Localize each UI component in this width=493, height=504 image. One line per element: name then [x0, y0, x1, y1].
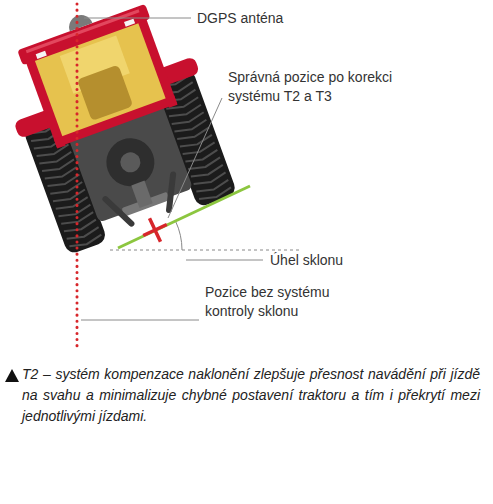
tread-mark: [174, 120, 207, 135]
seat: [77, 65, 133, 121]
cab-frame: [54, 95, 177, 147]
tread-mark: [172, 112, 205, 127]
leader-line: [84, 18, 191, 19]
tread-mark: [58, 205, 91, 220]
leader-line: [81, 320, 199, 321]
pto: [131, 181, 152, 208]
tread-mark: [45, 167, 78, 182]
cab-roof: [17, 4, 150, 66]
tread-mark: [194, 172, 227, 187]
uncorrected-position-line: [76, 4, 79, 346]
tread-mark: [188, 157, 221, 172]
tread-mark: [69, 235, 102, 250]
horizontal-reference: [110, 250, 300, 251]
leader-line: [168, 98, 222, 218]
tractor: [0, 0, 243, 257]
dgps-antenna: [66, 12, 93, 31]
tread-mark: [183, 142, 216, 157]
differential: [100, 132, 162, 194]
uncorrected-position-label: Pozice bez systému kontroly sklonu: [205, 283, 370, 321]
tread-mark: [50, 182, 83, 197]
antenna-label: DGPS anténa: [197, 9, 337, 28]
tread-mark: [169, 105, 202, 120]
tread-mark: [196, 180, 229, 195]
tread-mark: [180, 135, 213, 150]
angle-arc: [176, 221, 182, 250]
cab-post: [136, 15, 177, 108]
figure-caption: T2 – systém kompenzace naklonění zlepšuj…: [22, 364, 480, 427]
tread-mark: [39, 152, 72, 167]
tread-mark: [185, 150, 218, 165]
tread-mark: [42, 159, 75, 174]
tread-mark: [53, 190, 86, 205]
cab-post: [24, 55, 65, 148]
tread-mark: [61, 212, 94, 227]
tread-mark: [67, 227, 100, 242]
correct-position-label: Správná pozice po korekci systému T2 a T…: [228, 68, 400, 106]
tread-mark: [64, 220, 97, 235]
correct-position-cross: [138, 213, 173, 248]
tread-mark: [37, 144, 70, 159]
angle-label: Úhel sklonu: [270, 251, 400, 270]
leader-line: [186, 260, 263, 261]
caption-marker: [5, 369, 19, 382]
slope-line: [118, 186, 250, 248]
tread-mark: [191, 165, 224, 180]
tread-mark: [56, 197, 89, 212]
